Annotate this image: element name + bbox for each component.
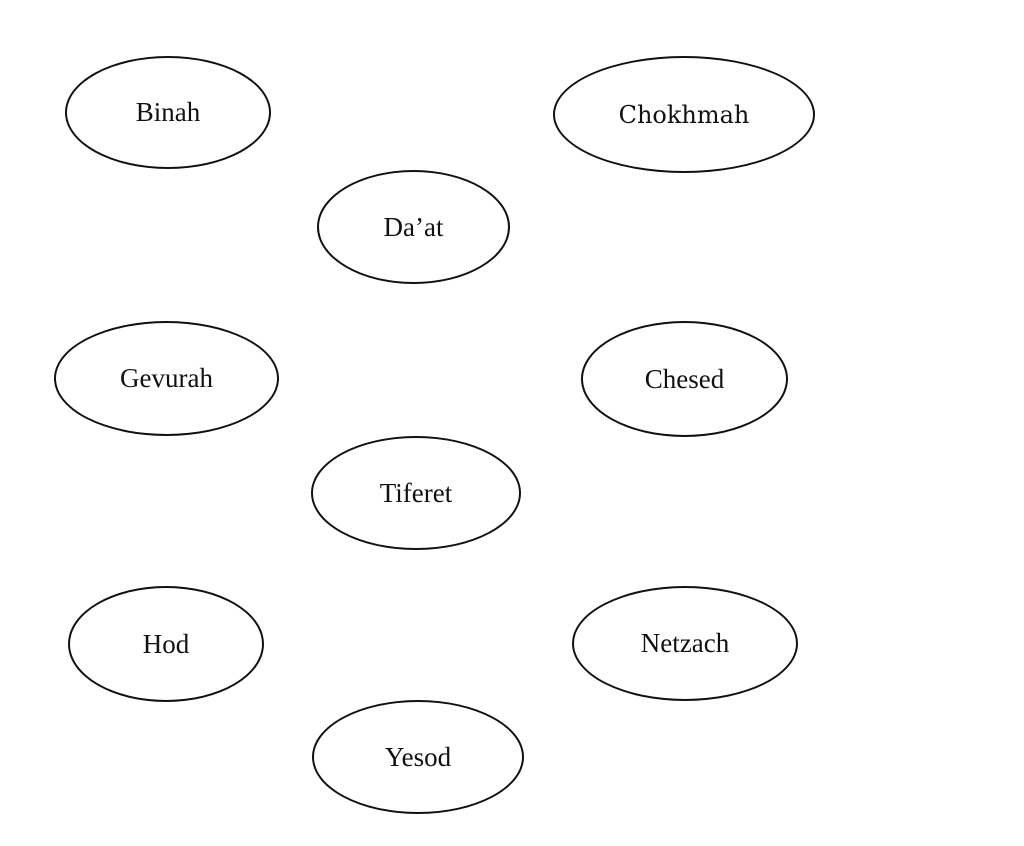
node-label-netzach: Netzach	[640, 628, 730, 658]
node-yesod: Yesod	[312, 700, 524, 814]
node-label-tiferet: Tiferet	[379, 477, 453, 508]
node-gevurah: Gevurah	[54, 321, 279, 436]
node-chesed: Chesed	[581, 321, 788, 437]
node-label-chesed: Chesed	[644, 363, 725, 394]
node-label-daat: Da’at	[383, 211, 444, 242]
node-label-chokhmah: Chokhmah	[618, 100, 750, 129]
node-binah: Binah	[65, 56, 271, 169]
node-label-binah: Binah	[135, 97, 201, 127]
node-daat: Da’at	[317, 170, 510, 284]
node-tiferet: Tiferet	[311, 436, 521, 550]
node-label-hod: Hod	[142, 628, 190, 659]
node-label-yesod: Yesod	[384, 741, 452, 772]
node-label-gevurah: Gevurah	[120, 363, 213, 393]
node-chokhmah: Chokhmah	[553, 56, 815, 173]
node-netzach: Netzach	[572, 586, 798, 701]
node-hod: Hod	[68, 586, 264, 702]
